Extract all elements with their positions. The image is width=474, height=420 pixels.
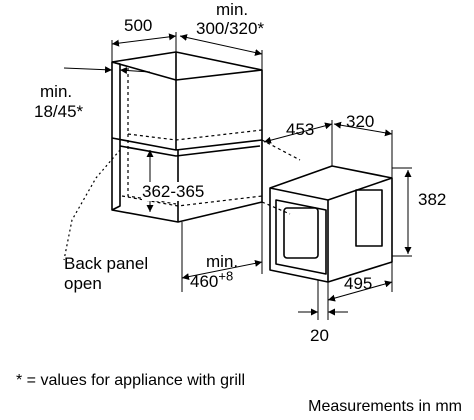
cabinet-niche-inner xyxy=(119,145,261,157)
dim-362-label: 362-365 xyxy=(142,182,205,201)
cabinet-shelf xyxy=(111,80,263,151)
dim-382-label: 382 xyxy=(418,190,447,209)
dim-500-label: 500 xyxy=(124,16,153,35)
units-note: Measurements in mm xyxy=(308,398,462,415)
dim-460-label: 460+8 xyxy=(190,269,233,291)
dim-300-line xyxy=(179,34,263,56)
dim-453-label: 453 xyxy=(286,120,315,139)
dim-460-value: 460 xyxy=(190,272,219,291)
back-panel-leader xyxy=(63,149,121,261)
dim-460-min-label: min. xyxy=(206,252,239,271)
appliance-control-panel xyxy=(355,189,383,247)
appliance-outline xyxy=(269,165,393,283)
hidden-line-floor xyxy=(121,195,263,207)
hidden-line-back xyxy=(127,68,263,205)
dim-18-line xyxy=(63,66,113,74)
appliance-door xyxy=(275,199,327,275)
back-panel-open-label: open xyxy=(64,274,102,293)
dim-300-label: 300/320* xyxy=(196,19,265,38)
dim-495-label: 495 xyxy=(344,274,373,293)
dim-20-label: 20 xyxy=(310,326,329,345)
appliance-window xyxy=(283,207,319,259)
dim-18-label: 18/45* xyxy=(34,102,84,121)
cabinet-left-panel xyxy=(111,61,121,211)
dim-18-min-label: min. xyxy=(40,82,73,101)
dim-500-line xyxy=(111,33,177,47)
dim-300-min-label: min. xyxy=(216,0,249,19)
dim-320-label: 320 xyxy=(346,112,375,131)
appliance-top xyxy=(269,177,393,282)
dim-320-line xyxy=(333,121,393,137)
dim-460-line xyxy=(181,259,263,281)
dim-495-line xyxy=(327,280,393,302)
back-panel-label: Back panel xyxy=(64,254,149,273)
grill-footnote: * = values for appliance with grill xyxy=(16,372,246,389)
dim-460-plus: +8 xyxy=(218,268,234,284)
dim-453-line xyxy=(263,122,333,144)
dim-18-line2 xyxy=(119,66,151,74)
